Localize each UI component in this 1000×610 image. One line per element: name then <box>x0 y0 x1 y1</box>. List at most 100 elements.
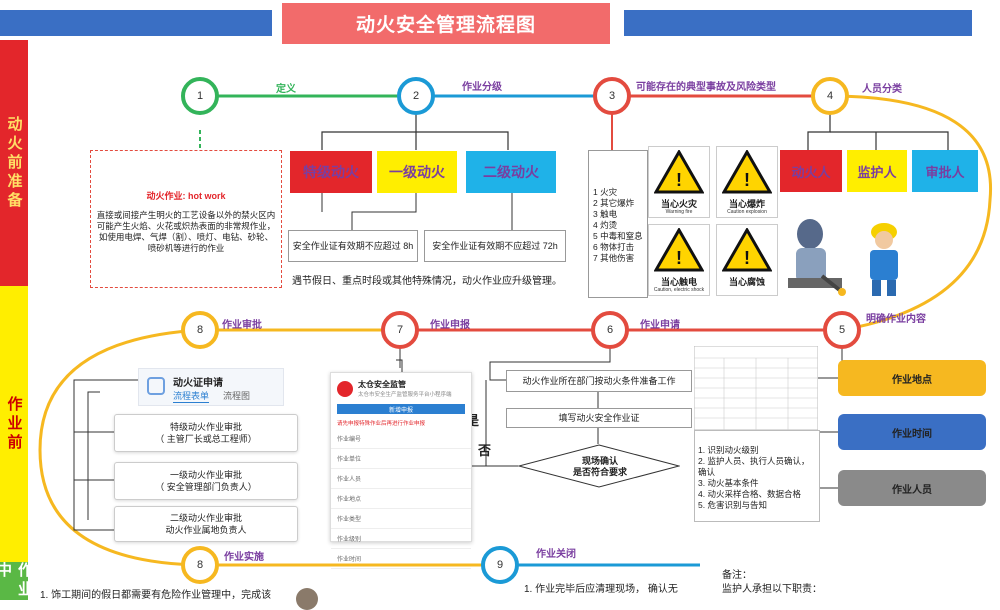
step-label-7: 作业申报 <box>430 320 470 331</box>
step-circle-5: 5 <box>823 311 861 349</box>
app-logo-icon <box>337 380 353 397</box>
checklist-item: 4. 动火采样合格、数据合格 <box>698 489 801 499</box>
warning-sign-subtext: Warning fire <box>665 209 693 215</box>
declare-field-row[interactable]: 作业地点 <box>331 489 471 509</box>
step-label-6: 作业申请 <box>640 320 680 331</box>
content-personnel: 作业人员 <box>838 470 986 506</box>
definition-body: 直接或间接产生明火的工艺设备以外的禁火区内可能产生火焰、火花或炽热表面的非常规作… <box>96 210 276 253</box>
remark-title: 备注： <box>722 570 752 581</box>
hazard-item: 7 其他伤害 <box>593 253 635 263</box>
app-decision-diamond <box>518 444 680 488</box>
level-second: 二级动火 <box>466 151 556 193</box>
warning-triangle-icon: ! <box>653 226 705 272</box>
level-second-validity: 安全作业证有效期不应超过 72h <box>424 230 566 262</box>
close-text: 1. 作业完毕后应清理现场， 确认无 <box>524 584 678 595</box>
section-label-middle: 作业前 <box>0 286 28 562</box>
decision-line-1: 现场确认 <box>581 456 618 466</box>
warning-sign-text: 当心腐蚀 <box>728 277 765 287</box>
declare-notice: 请先申报特殊作业后再进行作业申报 <box>337 421 426 427</box>
warning-sign-text: 当心触电 <box>660 277 697 287</box>
approval-special-title: 特级动火作业审批 <box>169 422 242 432</box>
role-approver: 审批人 <box>912 150 978 192</box>
warning-sign-text: 当心火灾 <box>660 199 697 209</box>
step-label-2: 作业分级 <box>462 82 502 93</box>
declare-field-row[interactable]: 作业类型 <box>331 509 471 529</box>
header-bar-left <box>0 10 272 36</box>
definition-heading: 动火作业: hot work <box>146 191 226 201</box>
step-label-4: 人员分类 <box>862 84 902 95</box>
approval-tree <box>73 379 138 531</box>
declare-field-row[interactable]: 作业编号 <box>331 429 471 449</box>
step-circle-8: 8 <box>181 311 219 349</box>
remark-line: 监护人承担以下职责： <box>722 584 822 595</box>
content-time: 作业时间 <box>838 414 986 450</box>
approval-special-role: （ 主管厂长或总工程师） <box>155 434 257 444</box>
step-circle-1: 1 <box>181 77 219 115</box>
role-tree-2 <box>830 131 949 150</box>
warning-triangle-icon: ! <box>721 148 773 194</box>
hazard-item: 5 中毒和窒息 <box>593 231 643 241</box>
approval-first: 一级动火作业审批 （ 安全管理部门负责人） <box>114 462 298 500</box>
step-label-8: 作业审批 <box>222 320 262 331</box>
declare-field-row[interactable]: 作业级别 <box>331 529 471 549</box>
approval-tab-title: 动火证申请 <box>173 378 223 389</box>
step-circle-7: 7 <box>381 311 419 349</box>
declare-field-row[interactable]: 作业单位 <box>331 449 471 469</box>
level-first: 一级动火 <box>377 151 457 193</box>
welder-figure <box>788 219 846 296</box>
flow-curve-4-5 <box>829 94 993 332</box>
level-tree-right <box>416 131 509 150</box>
app-subtitle: 太仓市安全生产监管服务平台小程序端 <box>358 392 452 398</box>
level-special: 特级动火 <box>290 151 372 193</box>
decision-line-2: 是否符合要求 <box>572 467 627 477</box>
section-label-top: 动火前准备 <box>0 40 28 286</box>
holiday-note: 遇节假日、重点时段或其他特殊情况，动火作业应升级管理。 <box>292 276 562 287</box>
checklist-item: 1. 识别动火级别 <box>698 445 759 455</box>
approval-first-title: 一级动火作业审批 <box>169 470 242 480</box>
level-first-down <box>351 193 417 230</box>
level-tree <box>321 112 417 150</box>
content-location: 作业地点 <box>838 360 986 396</box>
approval-second-title: 二级动火作业审批 <box>169 513 242 523</box>
approval-tab-chart[interactable]: 流程图 <box>223 391 251 401</box>
approval-tab-form[interactable]: 流程表单 <box>173 391 210 403</box>
role-worker: 动火人 <box>780 150 842 192</box>
step-label-8b: 作业实施 <box>224 552 264 563</box>
svg-text:!: ! <box>676 248 682 268</box>
step-circle-10: 9 <box>481 546 519 584</box>
step-circle-6: 6 <box>591 311 629 349</box>
declare-new-button[interactable]: 新增申报 <box>337 404 465 414</box>
step-circle-9: 8 <box>181 546 219 584</box>
svg-text:!: ! <box>676 170 682 190</box>
warning-triangle-icon: ! <box>721 226 773 272</box>
checklist-item: 2. 监护人员、执行人员确认，确认 <box>698 456 810 477</box>
declare-phone-mockup: 太仓安全监管 太仓市安全生产监管服务平台小程序端 新增申报 请先申报特殊作业后再… <box>330 372 472 569</box>
hazard-connector <box>611 112 620 153</box>
flow-curve-left <box>38 328 201 567</box>
warning-triangle-icon: ! <box>653 148 705 194</box>
svg-text:!: ! <box>744 170 750 190</box>
hazard-item: 6 物体打击 <box>593 242 635 252</box>
declare-field-row[interactable]: 作业人员 <box>331 469 471 489</box>
header-bar-right <box>624 10 972 36</box>
step-label-5: 明确作业内容 <box>866 314 926 325</box>
app-no-label: 否 <box>478 443 492 458</box>
declare-field-row[interactable]: 作业时间 <box>331 549 471 569</box>
hazard-item: 3 触电 <box>593 209 618 219</box>
approval-second-role: 动火作业属地负责人 <box>165 525 247 535</box>
hazard-item: 4 灼烫 <box>593 220 618 230</box>
app-step-prepare: 动火作业所在部门按动火条件准备工作 <box>506 370 692 392</box>
step-circle-3: 3 <box>593 77 631 115</box>
approval-tree-inner <box>87 391 100 520</box>
definition-box: 动火作业: hot work 直接或间接产生明火的工艺设备以外的禁火区内可能产生… <box>90 150 282 288</box>
permit-form-thumbnail <box>694 346 818 430</box>
approval-tab-card: 动火证申请 流程表单 流程图 <box>138 368 284 406</box>
warning-sign-subtext: Caution, electric shock <box>653 287 705 293</box>
implement-avatar <box>296 588 318 610</box>
app-step-fill: 填写动火安全作业证 <box>506 408 692 428</box>
